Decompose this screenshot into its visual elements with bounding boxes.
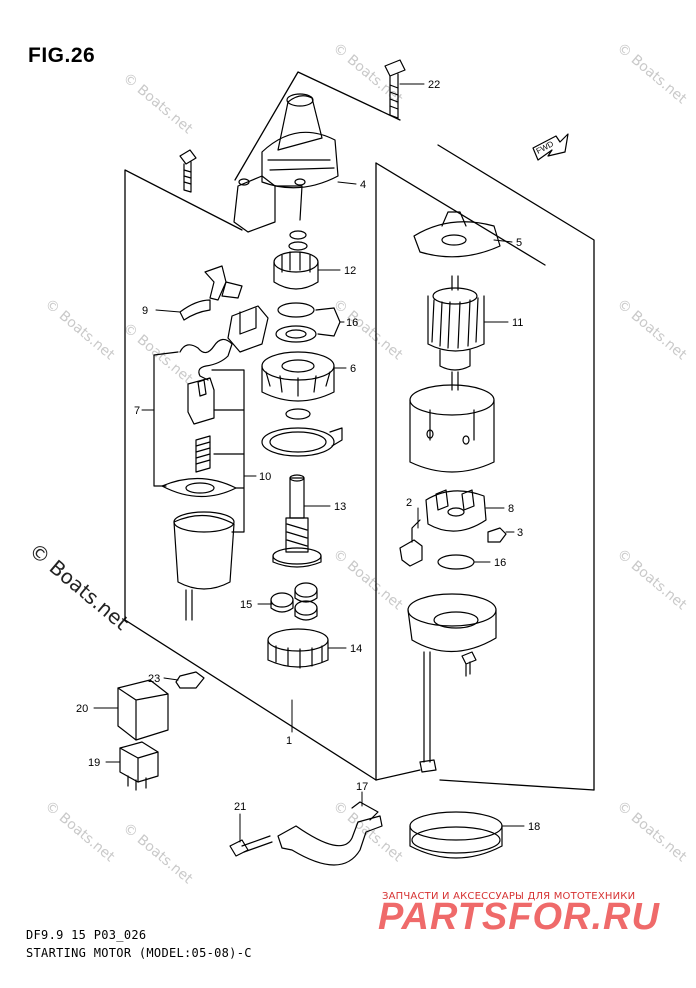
figure-title: FIG.26 bbox=[28, 44, 96, 67]
callout-12: 12 bbox=[344, 265, 356, 277]
part-7-magnet-switch bbox=[161, 377, 237, 621]
part-21-bolt bbox=[229, 835, 273, 857]
callout-labels: 1 2 3 4 5 6 7 8 9 10 11 12 13 14 15 16 1… bbox=[76, 79, 540, 833]
callout-22: 22 bbox=[428, 79, 440, 91]
group-bracket-10 bbox=[211, 369, 245, 533]
assembly-frame bbox=[124, 71, 595, 791]
figure-caption: STARTING MOTOR (MODEL:05-08)-C bbox=[26, 946, 252, 960]
part-washer-top-2 bbox=[288, 241, 308, 251]
part-18-band bbox=[409, 811, 503, 859]
part-13-shaft bbox=[272, 474, 322, 568]
callout-16-left: 16 bbox=[346, 317, 358, 329]
callout-1: 1 bbox=[286, 735, 292, 747]
brand-subtitle: ЗАПЧАСТИ И АКСЕССУАРЫ ДЛЯ МОТОТЕХНИКИ bbox=[382, 891, 636, 902]
callout-21: 21 bbox=[234, 801, 246, 813]
callout-13: 13 bbox=[334, 501, 346, 513]
part-washer-mid bbox=[285, 408, 311, 420]
part-12-pinion bbox=[273, 251, 319, 290]
part-16-clip bbox=[277, 302, 315, 318]
part-20-relay bbox=[117, 679, 169, 741]
part-16-washer bbox=[275, 325, 317, 343]
callout-20: 20 bbox=[76, 703, 88, 715]
group-bracket-16 bbox=[315, 307, 341, 337]
leader-lines bbox=[93, 83, 525, 843]
callout-7: 7 bbox=[134, 405, 140, 417]
callout-9: 9 bbox=[142, 305, 148, 317]
callout-5: 5 bbox=[516, 237, 522, 249]
group-bracket-7 bbox=[153, 351, 179, 487]
part-3-nut bbox=[487, 527, 507, 543]
part-end-cap bbox=[407, 593, 497, 653]
fwd-arrow-icon: FWD bbox=[532, 133, 569, 161]
part-6-housing bbox=[261, 351, 335, 402]
part-16-spring-washer bbox=[437, 554, 475, 570]
callout-11: 11 bbox=[512, 317, 523, 329]
part-spring-wire bbox=[179, 338, 233, 381]
part-14-ring-gear bbox=[267, 628, 329, 669]
part-9-lever bbox=[179, 265, 243, 321]
part-15-gears bbox=[270, 582, 318, 621]
part-16-washer-hole bbox=[285, 329, 307, 339]
figure-code: DF9.9 15 P03_026 bbox=[26, 928, 147, 942]
part-11-armature bbox=[427, 275, 485, 391]
part-8-brush-holder bbox=[425, 489, 487, 532]
callout-14: 14 bbox=[350, 643, 362, 655]
callout-16-right: 16 bbox=[494, 557, 506, 569]
part-23-nut bbox=[175, 671, 205, 689]
part-yoke bbox=[409, 384, 495, 473]
callout-18: 18 bbox=[528, 821, 540, 833]
part-gasket bbox=[261, 427, 343, 457]
brand-logo: PARTSFOR.RU bbox=[378, 896, 660, 938]
part-5-plate bbox=[413, 211, 501, 258]
part-19-relay bbox=[119, 741, 159, 791]
callout-17: 17 bbox=[356, 781, 368, 793]
part-4-cover bbox=[233, 93, 339, 233]
callout-3: 3 bbox=[517, 527, 523, 539]
callout-8: 8 bbox=[508, 503, 514, 515]
part-7-bracket bbox=[227, 305, 269, 353]
part-17-strap bbox=[277, 801, 383, 866]
callout-23: 23 bbox=[148, 673, 160, 685]
part-cap-bolt bbox=[461, 651, 477, 677]
callout-2: 2 bbox=[406, 497, 412, 509]
part-2-brush-lead bbox=[399, 519, 423, 567]
part-bolt-left bbox=[179, 149, 197, 193]
callout-19: 19 bbox=[88, 757, 100, 769]
part-22-bolt bbox=[384, 59, 406, 119]
callout-15: 15 bbox=[240, 599, 252, 611]
callout-10: 10 bbox=[259, 471, 271, 483]
part-through-bolt bbox=[419, 651, 437, 773]
part-washer-top bbox=[289, 230, 307, 240]
callout-6: 6 bbox=[350, 363, 356, 375]
callout-4: 4 bbox=[360, 179, 366, 191]
